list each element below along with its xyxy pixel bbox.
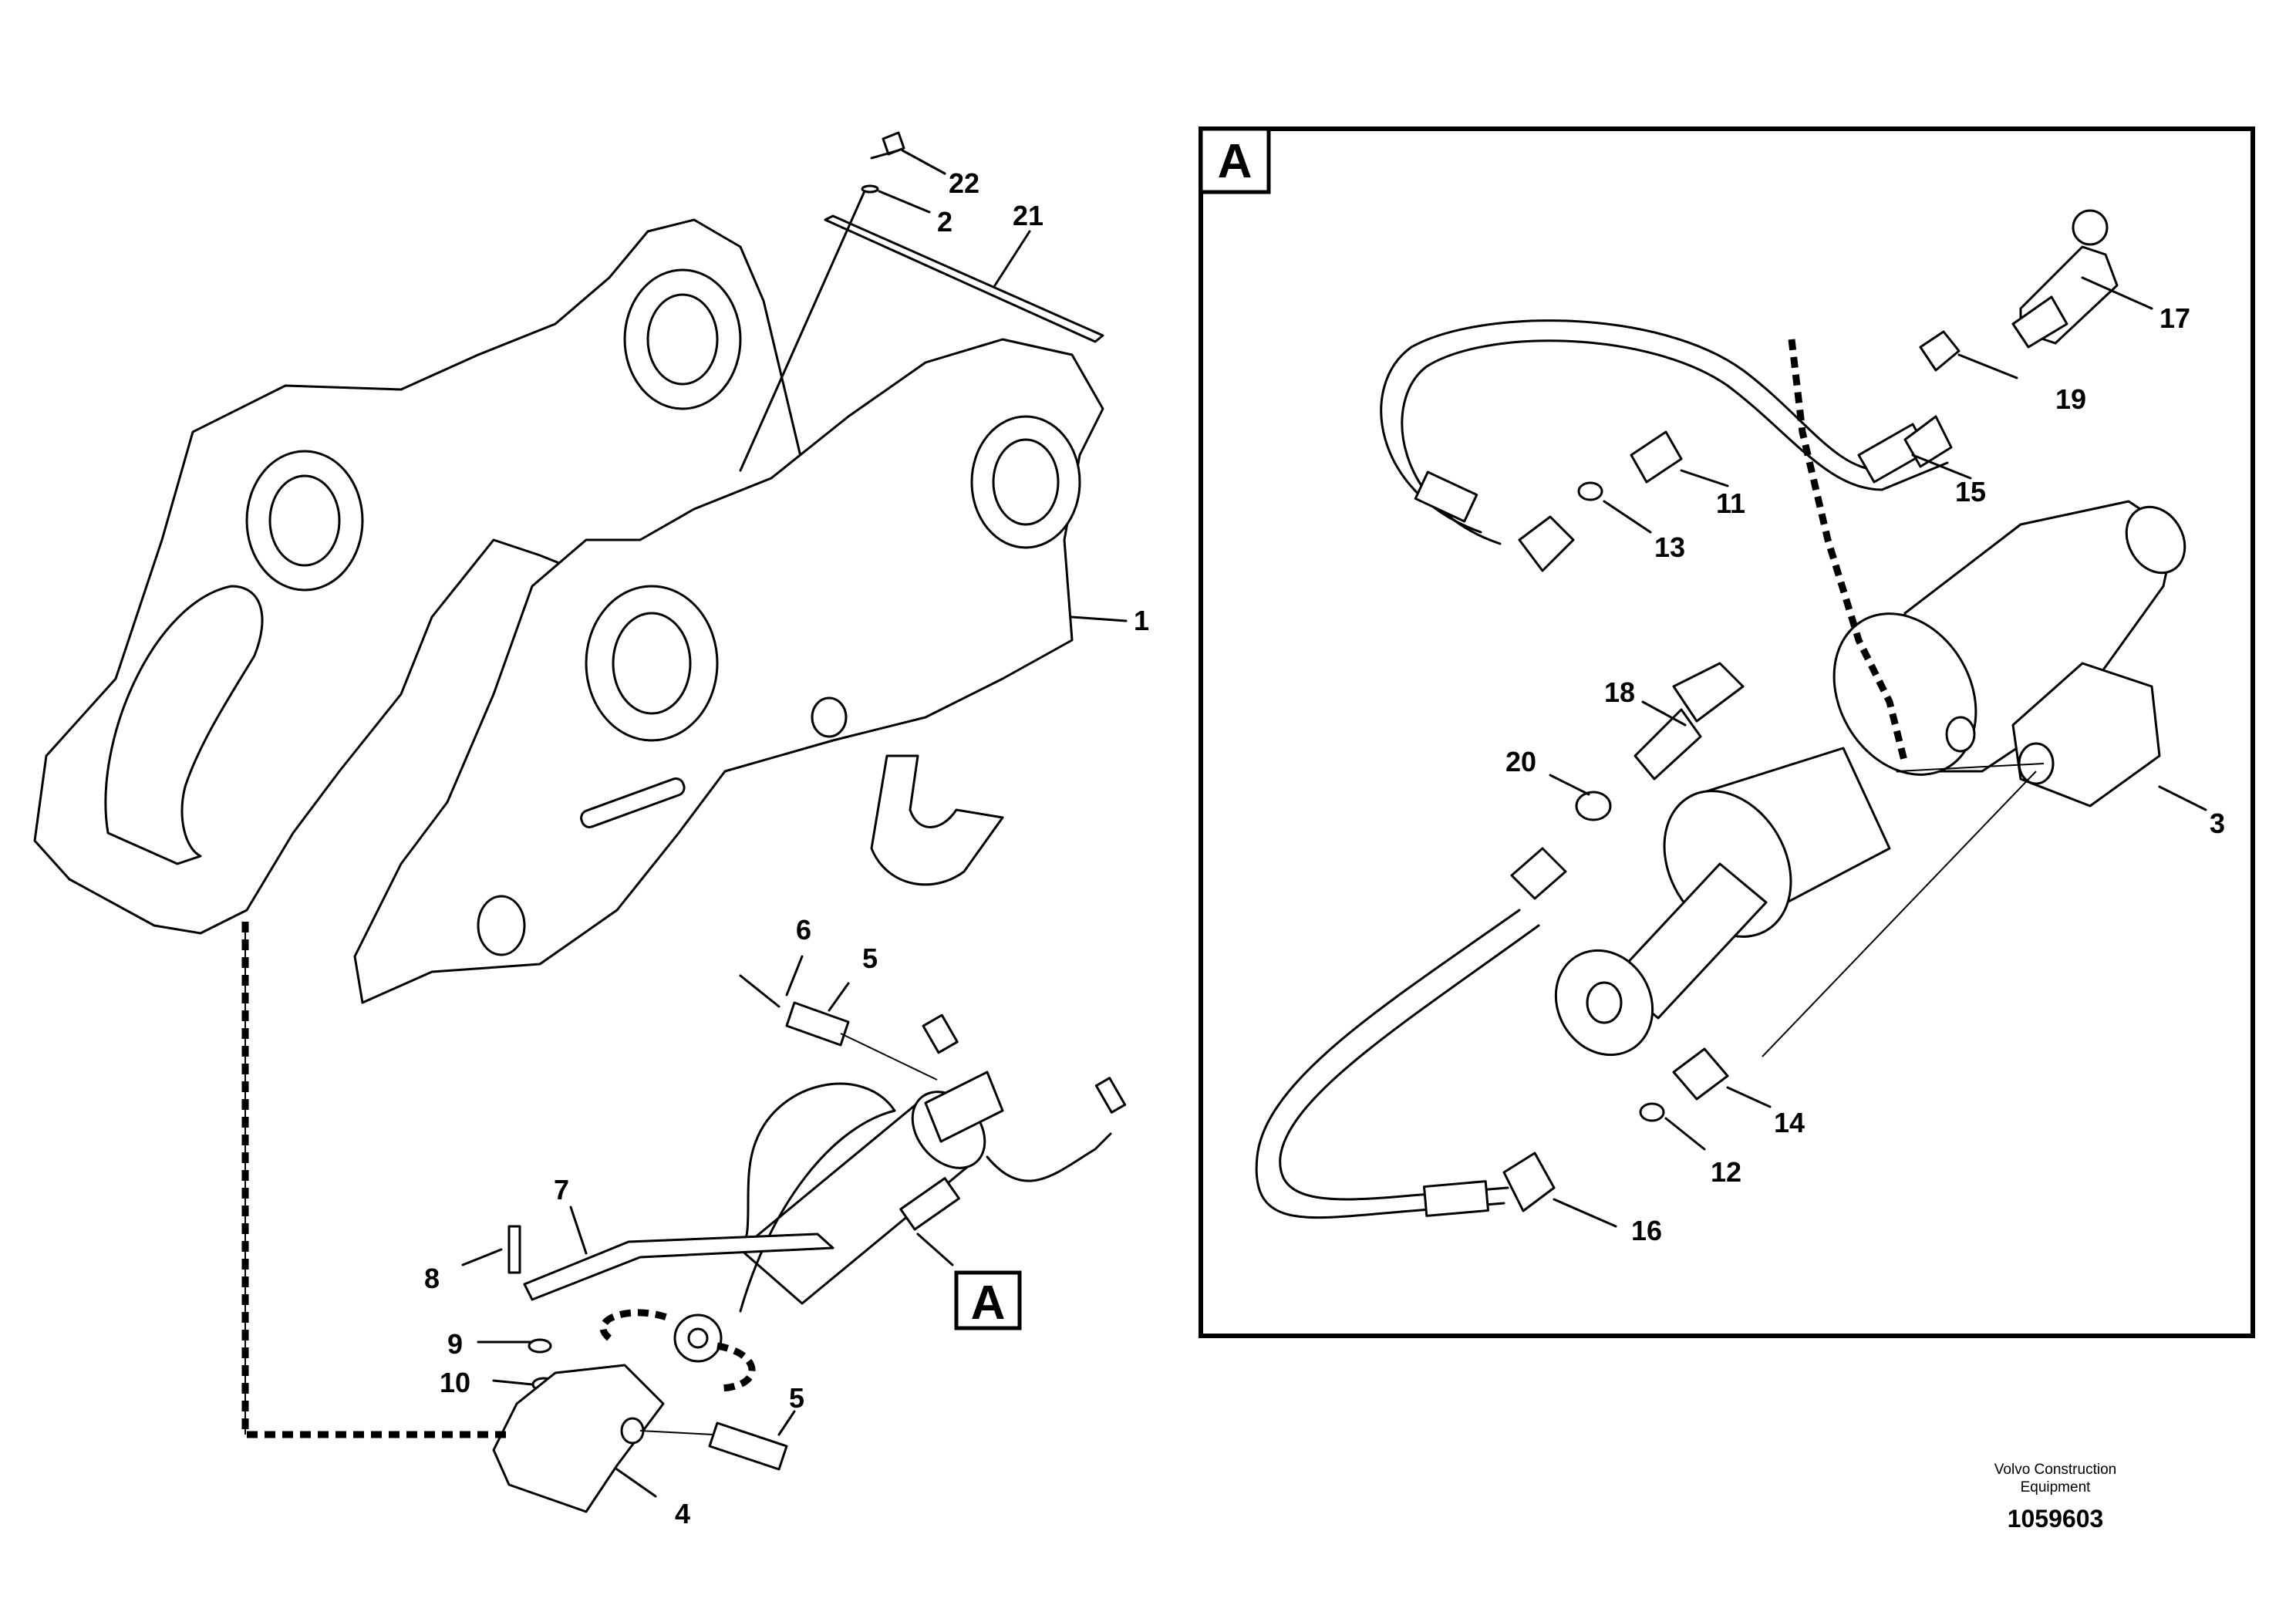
detail-a-marker: A (954, 1270, 1022, 1330)
callout-16: 16 (1631, 1215, 1662, 1246)
callout-3: 3 (2210, 808, 2225, 839)
hydraulic-cylinder-assembly (492, 974, 1127, 1513)
callout-15: 15 (1955, 476, 1986, 508)
callout-10: 10 (440, 1367, 470, 1398)
detail-a-marker-label: A (971, 1276, 1006, 1330)
drawing-number: 1059603 (2008, 1505, 2104, 1533)
callout-11: 11 (1716, 487, 1745, 519)
callout-21: 21 (1013, 200, 1043, 231)
callout-7: 7 (554, 1174, 569, 1206)
leader-lines-main (461, 149, 1128, 1498)
callout-17: 17 (2159, 302, 2190, 334)
callout-18: 18 (1604, 676, 1635, 708)
detail-a-box-label: A (1218, 135, 1253, 188)
callout-2: 2 (937, 206, 952, 238)
callout-12: 12 (1711, 1156, 1741, 1188)
callout-19: 19 (2055, 383, 2086, 415)
callout-5-lower: 5 (789, 1382, 804, 1414)
callout-8: 8 (424, 1263, 440, 1294)
assembly-reference-line (241, 922, 509, 1438)
quick-coupler-frame (33, 131, 1104, 1004)
company-name-line1: Volvo Construction (1994, 1462, 2116, 1478)
detail-reference-line (1788, 339, 1909, 765)
detail-a-panel: A (1199, 126, 2255, 1338)
callout-13: 13 (1654, 531, 1685, 563)
callout-6: 6 (796, 914, 811, 946)
callout-20: 20 (1505, 746, 1536, 777)
callout-1: 1 (1134, 605, 1149, 636)
company-name-line2: Equipment (2021, 1479, 2092, 1496)
callout-22: 22 (949, 167, 979, 199)
callout-5-upper: 5 (862, 943, 878, 974)
callout-14: 14 (1774, 1107, 1805, 1138)
callout-9: 9 (447, 1328, 463, 1360)
callout-4: 4 (675, 1498, 690, 1529)
